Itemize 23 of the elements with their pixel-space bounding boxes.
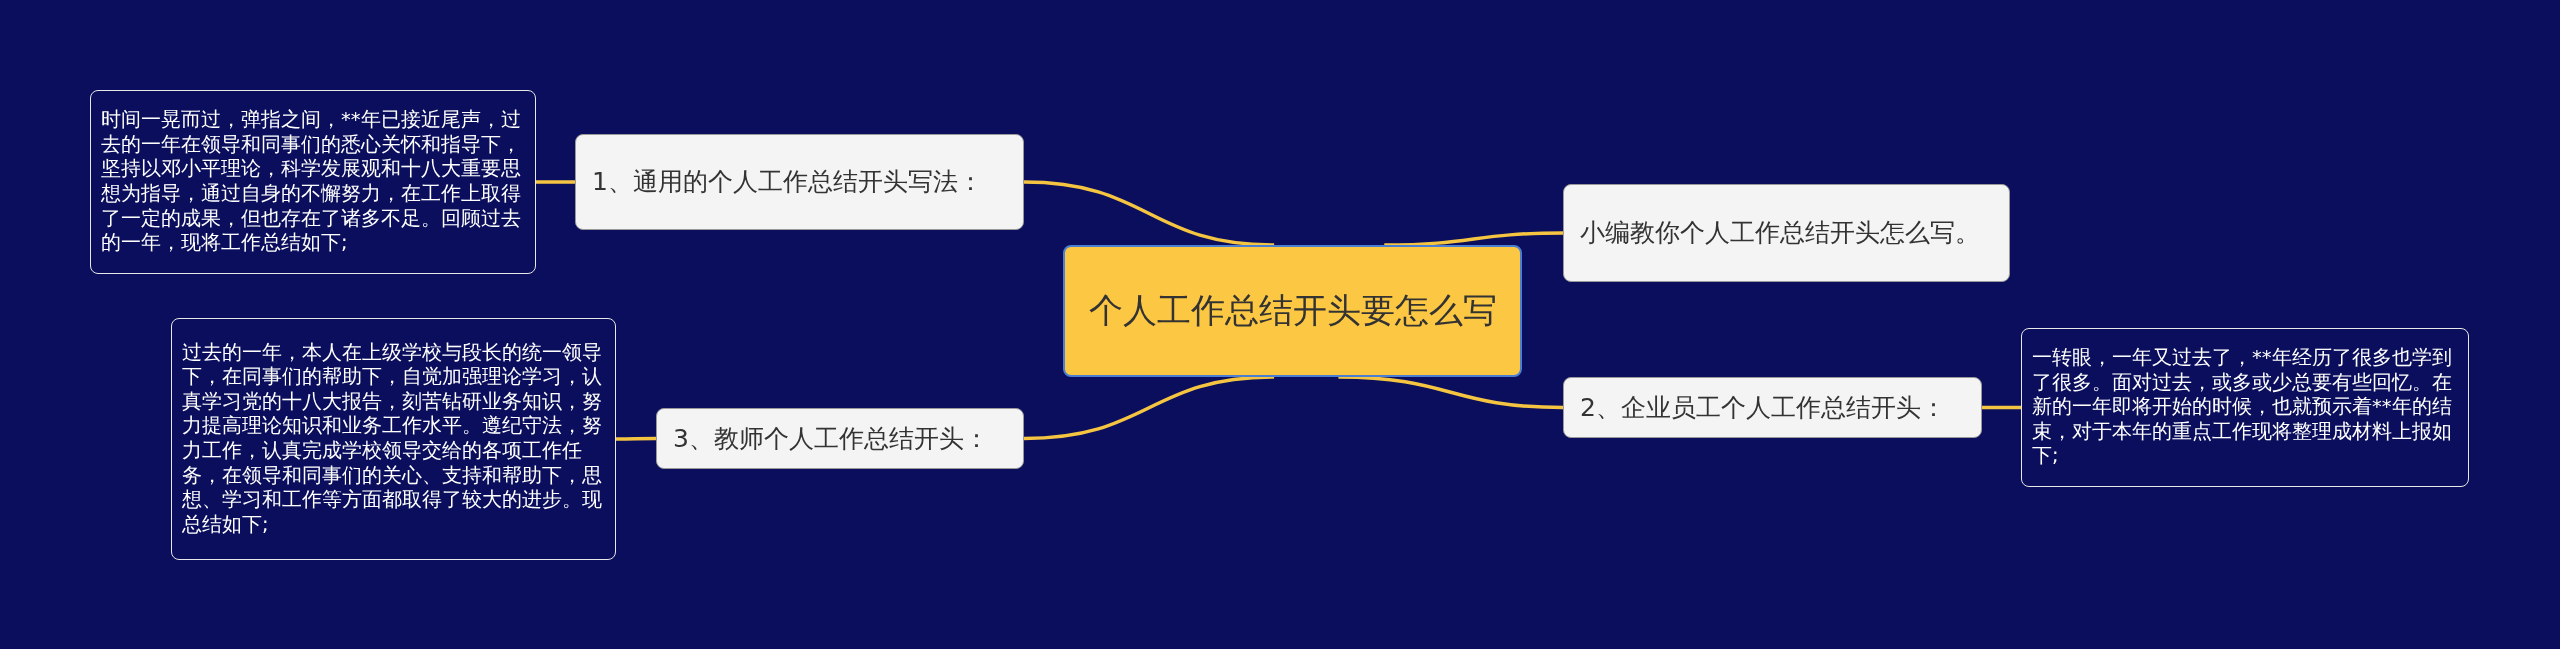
node-text: 个人工作总结开头要怎么写: [1088, 289, 1497, 333]
node-text: 一转眼，一年又过去了，**年经历了很多也学到了很多。面对过去，或多或少总要有些回忆。在新的一年即将开始的时候，也就预示着**年的结束，对于本年的重点工作现将整理成材料上报如下;: [2032, 346, 2453, 469]
node-text: 1、通用的个人工作总结开头写法：: [592, 166, 983, 199]
connector-line: [1023, 375, 1275, 441]
topic-box: [656, 408, 1024, 469]
connector-line: [1023, 180, 1275, 247]
note-box: [90, 90, 536, 274]
connector-line: [616, 436, 656, 441]
connector-line: [536, 180, 575, 184]
topic-box: [1563, 377, 1982, 438]
note-box: [2021, 328, 2469, 487]
node-text: 小编教你个人工作总结开头怎么写。: [1580, 217, 1980, 250]
note-box: [171, 318, 616, 560]
topic-box: [575, 134, 1024, 230]
connector-line: [1982, 405, 2021, 410]
node-text: 2、企业员工个人工作总结开头：: [1580, 391, 1946, 424]
topic-box: [1563, 184, 2010, 282]
connector-line: [1338, 375, 1564, 410]
node-text: 过去的一年，本人在上级学校与段长的统一领导下，在同事们的帮助下，自觉加强理论学习，认真学习党的十八大报告，刻苦钻研业务知识，努力提高理论知识和业务工作水平。遵纪守法，努力工作，认真完成学校领导交给的各项工作任务，在领导和同事们的关心、支持和帮助下，思想、学习和工作等方面都取得了较大的进步。现总结如下;: [182, 340, 603, 538]
node-text: 时间一晃而过，弹指之间，**年已接近尾声，过去的一年在领导和同事们的悉心关怀和指导下，坚持以邓小平理论，科学发展观和十八大重要思想为指导，通过自身的不懈努力，在工作上取得了一定的成果，但也存在了诸多不足。回顾过去的一年，现将工作总结如下;: [101, 108, 522, 256]
node-text: 3、教师个人工作总结开头：: [673, 422, 989, 455]
connector-line: [1384, 231, 1563, 247]
central-topic-box: [1063, 245, 1522, 377]
